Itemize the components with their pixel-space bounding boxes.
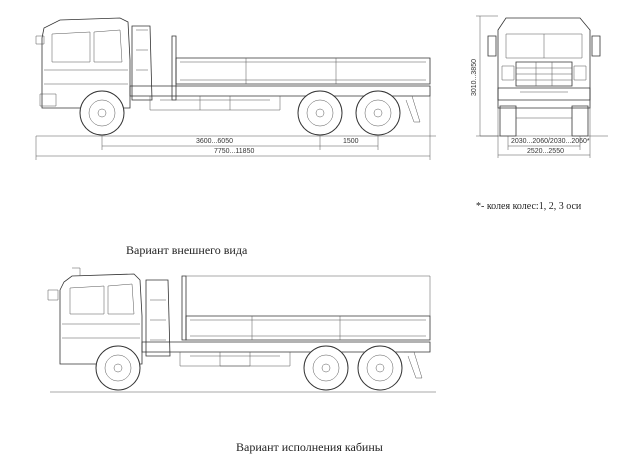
footnote-marker: * bbox=[476, 201, 481, 212]
cab-variant-caption: Вариант исполнения кабины bbox=[236, 440, 383, 454]
footnote-text: - колея колес:1, 2, 3 оси bbox=[481, 201, 582, 212]
axle-spacing-dimension: 1500 bbox=[343, 138, 359, 145]
track-footnote: *- колея колес:1, 2, 3 оси bbox=[476, 201, 581, 212]
front-view bbox=[476, 15, 608, 158]
track-width-dimension: 2030...2060/2030...2060* bbox=[511, 138, 590, 145]
exterior-variant-caption: Вариант внешнего вида bbox=[126, 243, 248, 257]
side-view-top bbox=[35, 17, 436, 160]
overall-width-dimension: 2520...2550 bbox=[527, 148, 564, 155]
overall-length-dimension: 7750...11850 bbox=[214, 148, 254, 155]
height-dimension: 3010...3850 bbox=[471, 59, 478, 96]
wheelbase-dimension: 3600...6050 bbox=[196, 138, 233, 145]
side-view-bottom bbox=[47, 267, 436, 393]
